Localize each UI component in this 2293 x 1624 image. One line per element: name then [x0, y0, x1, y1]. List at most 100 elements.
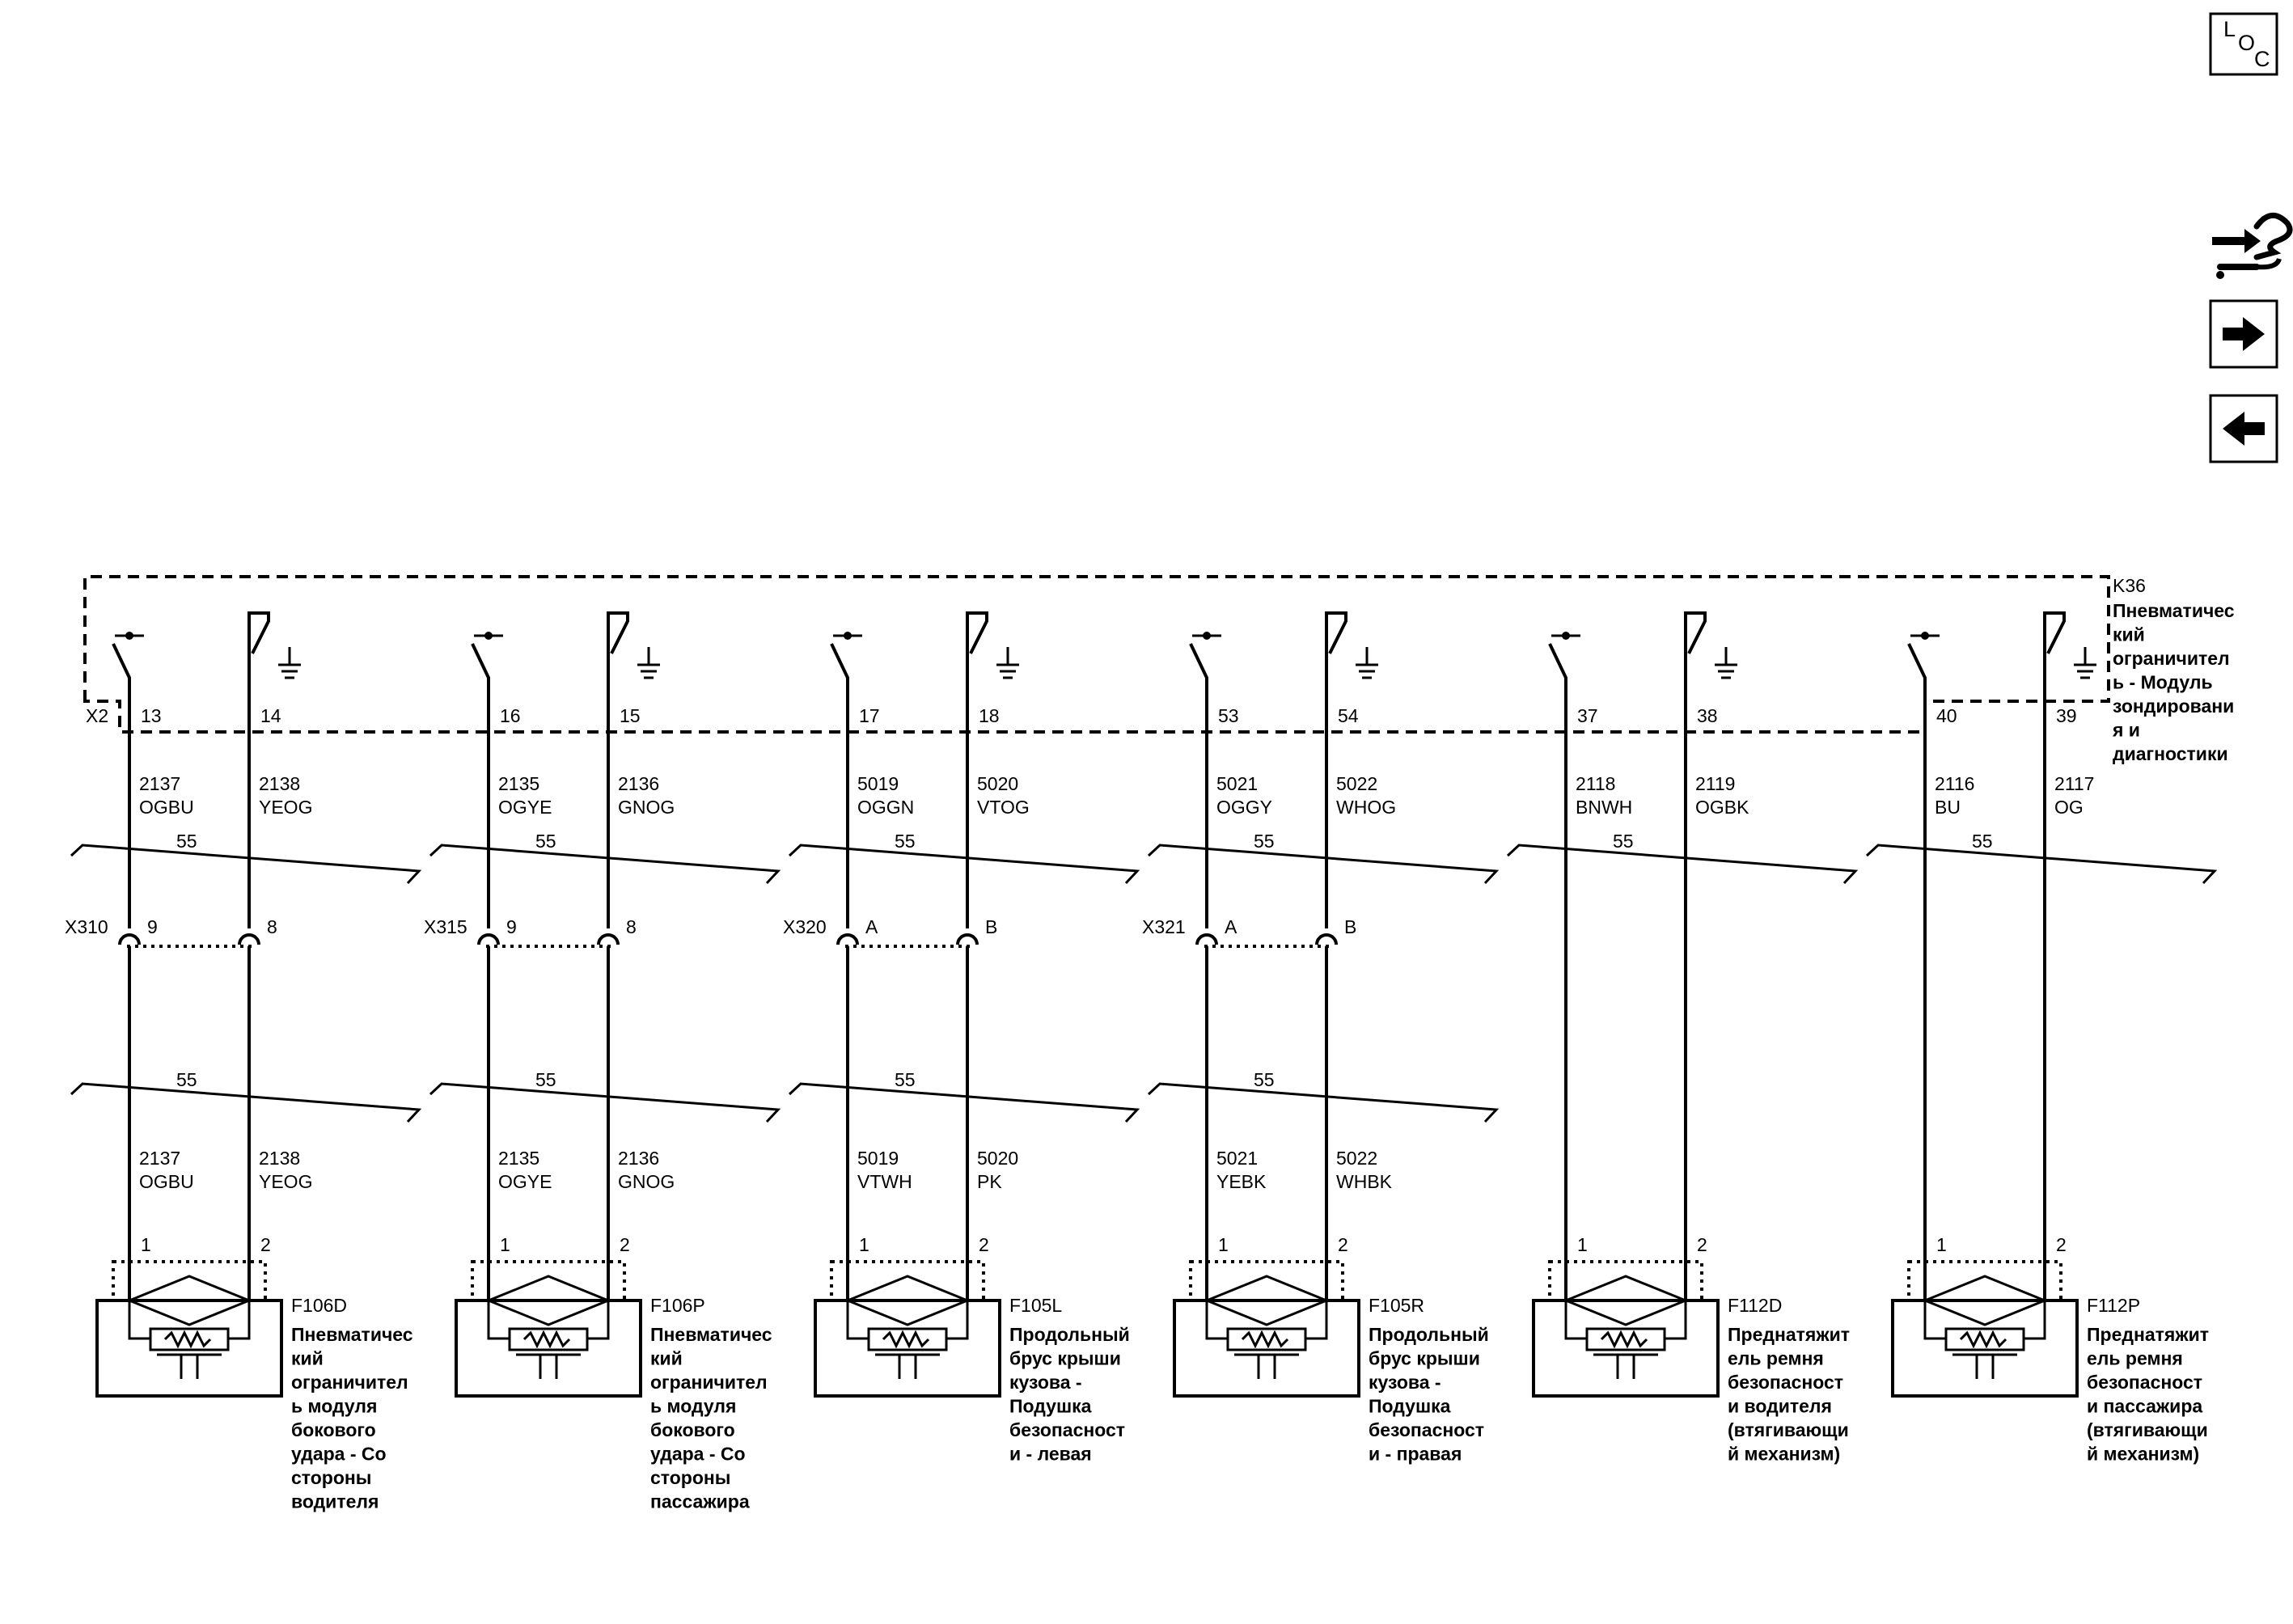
- wire-circuit-label: 2116: [1935, 773, 1974, 794]
- module-switch-contact: [1907, 643, 1927, 734]
- inline-connector-terminal: [118, 933, 141, 945]
- module-pin-label: 53: [1218, 705, 1239, 726]
- wire-circuit-label: 2119: [1695, 773, 1735, 794]
- wire-circuit-label: 5021: [1216, 1148, 1258, 1169]
- twisted-pair-slash: [429, 844, 781, 885]
- inline-connector-terminal: [956, 933, 979, 945]
- wire-color-label: BU: [1935, 797, 1961, 818]
- module-k36-outline: [83, 575, 2110, 734]
- wire-circuit-label: 2138: [259, 1148, 300, 1169]
- device-ref: F106P: [650, 1295, 705, 1316]
- module-pin-label: 40: [1936, 705, 1957, 726]
- twisted-pair-label: 55: [1254, 1069, 1275, 1090]
- device-pin-label: 1: [1218, 1234, 1229, 1255]
- device-box: [95, 1299, 283, 1398]
- inline-pin-label: 9: [147, 916, 158, 937]
- module-pin-label: 54: [1338, 705, 1359, 726]
- squib-lead: [2024, 1300, 2046, 1340]
- device-connector-outline: [1548, 1260, 1703, 1302]
- device-pin-label: 2: [2056, 1234, 2067, 1255]
- squib-lead: [587, 1300, 610, 1340]
- twisted-pair-slash: [70, 844, 422, 885]
- previous-arrow-icon: [2223, 412, 2265, 446]
- inline-connector-label: X310: [65, 916, 108, 937]
- inline-connector-terminal: [1195, 933, 1218, 945]
- wire-circuit-label: 2138: [259, 773, 300, 794]
- squib-resistor: [1959, 1330, 2007, 1349]
- device-pin-label: 1: [1577, 1234, 1588, 1255]
- twisted-pair-slash: [1506, 844, 1859, 885]
- squib-lead: [1205, 1300, 1228, 1340]
- wire-color-label: VTOG: [977, 797, 1030, 818]
- squib-element: [867, 1327, 948, 1351]
- device-pin-label: 2: [620, 1234, 630, 1255]
- device-box: [1532, 1299, 1720, 1398]
- device-ref: F112P: [2087, 1295, 2140, 1316]
- wire-circuit-label: 2135: [498, 773, 539, 794]
- inline-connector-terminal: [238, 933, 260, 945]
- squib-lead: [1564, 1300, 1587, 1340]
- module-ground-contact: [247, 611, 270, 734]
- twisted-pair-label: 55: [1254, 831, 1275, 852]
- squib-element: [1944, 1327, 2025, 1351]
- wire-circuit-label: 5020: [977, 1148, 1018, 1169]
- module-switch-contact: [112, 643, 131, 734]
- device-pin-label: 1: [1936, 1234, 1947, 1255]
- squib-lead: [946, 1300, 969, 1340]
- wire-color-label: PK: [977, 1171, 1002, 1192]
- wire-circuit-label: 2136: [618, 773, 659, 794]
- module-pin-label: 16: [500, 705, 521, 726]
- inline-pin-label: B: [985, 916, 997, 937]
- wire-circuit-label: 5019: [857, 773, 899, 794]
- inline-connector-label: X315: [424, 916, 467, 937]
- twisted-pair-label: 55: [176, 1069, 197, 1090]
- inline-connector-label: X320: [783, 916, 827, 937]
- wire-color-label: OGYE: [498, 1171, 552, 1192]
- squib-lead: [1665, 1300, 1687, 1340]
- squib-lead: [128, 1300, 150, 1340]
- wire-circuit-label: 5020: [977, 773, 1018, 794]
- wire-color-label: YEOG: [259, 1171, 312, 1192]
- wire-color-label: WHBK: [1336, 1171, 1393, 1192]
- loc-button[interactable]: L O C: [2209, 12, 2278, 76]
- wire-circuit-label: 2117: [2054, 773, 2094, 794]
- inline-connector-terminal: [597, 933, 620, 945]
- squib-resistor: [1600, 1330, 1648, 1349]
- wire-circuit-label: 2118: [1576, 773, 1615, 794]
- twisted-pair-label: 55: [895, 831, 916, 852]
- wire-circuit-label: 5019: [857, 1148, 899, 1169]
- module-switch-contact: [1548, 643, 1567, 734]
- squib-resistor: [882, 1330, 930, 1349]
- inline-pin-label: B: [1344, 916, 1356, 937]
- wire-circuit-label: 2137: [139, 773, 180, 794]
- wire-circuit-label: 2136: [618, 1148, 659, 1169]
- module-pin-label: 37: [1577, 705, 1598, 726]
- module-switch-contact: [1189, 643, 1208, 734]
- twisted-pair-slash: [70, 1082, 422, 1123]
- module-ground-contact: [1684, 611, 1707, 734]
- squib-lead: [846, 1300, 869, 1340]
- wire-color-label: OGGN: [857, 797, 914, 818]
- squib-element: [149, 1327, 230, 1351]
- previous-arrow-button[interactable]: [2209, 394, 2278, 463]
- module-switch-contact: [830, 643, 849, 734]
- device-pin-label: 2: [979, 1234, 989, 1255]
- next-arrow-button[interactable]: [2209, 299, 2278, 369]
- device-connector-outline: [112, 1260, 267, 1302]
- twisted-pair-label: 55: [895, 1069, 916, 1090]
- module-pin-label: 39: [2056, 705, 2077, 726]
- wire-color-label: OGBK: [1695, 797, 1749, 818]
- device-pin-label: 2: [1697, 1234, 1707, 1255]
- loc-letter-l: L: [2223, 17, 2236, 41]
- module-connector: X2: [86, 705, 108, 726]
- loc-letter-c: C: [2254, 47, 2270, 71]
- wire-color-label: GNOG: [618, 1171, 675, 1192]
- wire-color-label: OG: [2054, 797, 2084, 818]
- inline-pin-label: A: [1225, 916, 1237, 937]
- wiring-harness-icon[interactable]: [2212, 213, 2293, 279]
